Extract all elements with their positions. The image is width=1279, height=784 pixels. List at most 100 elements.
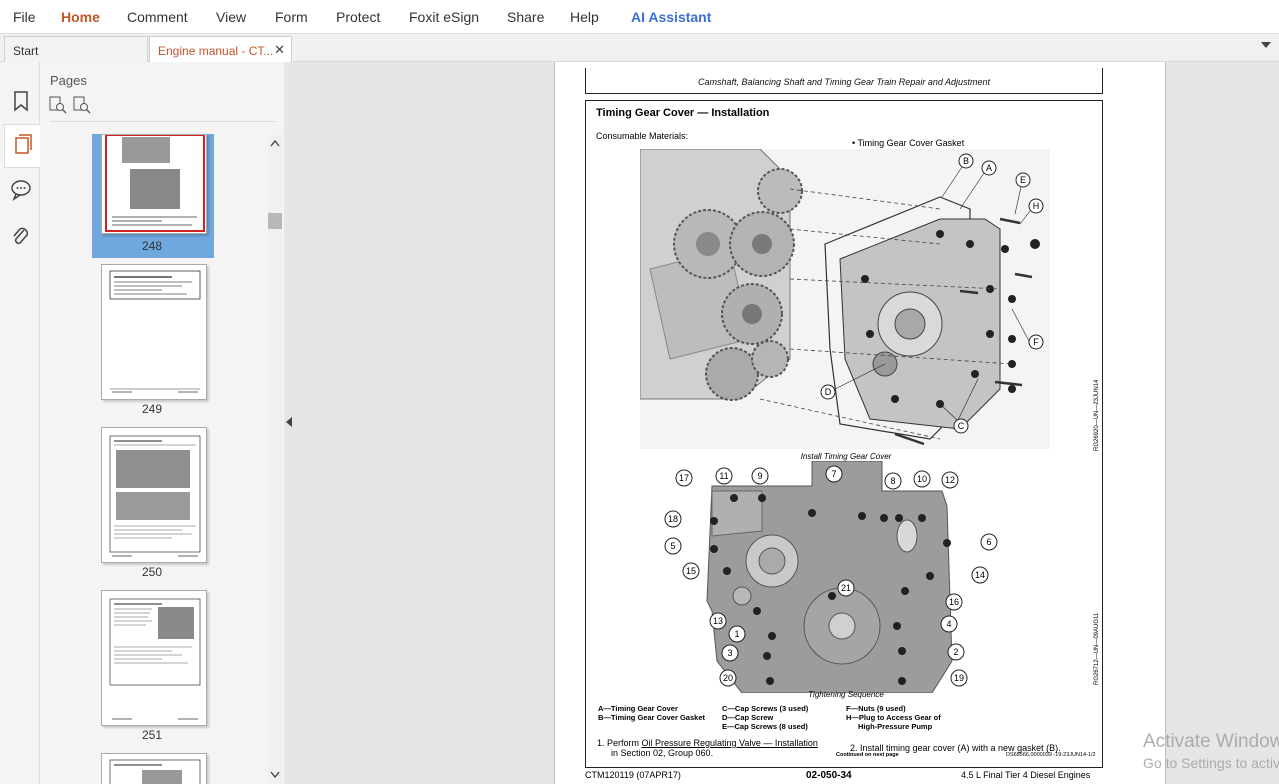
seq-6: 6 — [980, 533, 998, 551]
legend-col1: A—Timing Gear Cover B—Timing Gear Cover … — [598, 704, 705, 722]
bookmark-icon[interactable] — [8, 88, 34, 114]
svg-text:13: 13 — [713, 616, 723, 626]
seq-15: 15 — [682, 562, 700, 580]
seq-17: 17 — [675, 469, 693, 487]
page-zoom-out-icon[interactable] — [73, 96, 91, 114]
menu-ai-assistant[interactable]: AI Assistant — [631, 9, 712, 25]
menu-file[interactable]: File — [13, 9, 36, 25]
svg-text:F: F — [1033, 337, 1039, 347]
tab-start[interactable]: Start — [4, 36, 148, 62]
svg-text:5: 5 — [670, 541, 675, 551]
svg-text:17: 17 — [679, 473, 689, 483]
page-thumbnail-249[interactable] — [101, 264, 207, 400]
consumable-materials-label: Consumable Materials: — [596, 131, 689, 141]
legend-col3: F—Nuts (9 used) H—Plug to Access Gear of… — [846, 704, 941, 731]
seq-3: 3 — [721, 644, 739, 662]
activation-watermark-title: Activate Windows — [1143, 731, 1279, 752]
svg-text:20: 20 — [723, 673, 733, 683]
collapse-panel-icon[interactable] — [286, 417, 292, 427]
seq-21: 21 — [837, 579, 855, 597]
scroll-down-icon[interactable] — [270, 771, 280, 779]
gasket-bullet: • Timing Gear Cover Gasket — [852, 138, 965, 148]
seq-2: 2 — [947, 643, 965, 661]
svg-text:9: 9 — [757, 471, 762, 481]
footer-page-number: 02-050-34 — [806, 770, 852, 781]
seq-9: 9 — [751, 467, 769, 485]
menu-share[interactable]: Share — [507, 9, 545, 25]
thumbnail-scrollbar[interactable] — [268, 135, 282, 784]
svg-text:4: 4 — [946, 619, 951, 629]
menu-form[interactable]: Form — [275, 9, 308, 25]
content-frame: Timing Gear Cover — Installation Consuma… — [585, 100, 1103, 768]
svg-text:19: 19 — [954, 673, 964, 683]
svg-text:7: 7 — [831, 469, 836, 479]
attachment-icon[interactable] — [8, 224, 34, 250]
menu-view[interactable]: View — [216, 9, 247, 25]
callout-a: A — [981, 160, 997, 176]
tab-bar: Start Engine manual - CT... ✕ — [0, 34, 1279, 62]
callout-e: E — [1015, 172, 1031, 188]
callout-c: C — [953, 418, 969, 434]
doc-code: DS68566,0000039 -19-23JUN14-1/2 — [1006, 752, 1096, 758]
figure2-code: RG26712—UN—09AUG11 — [1094, 612, 1100, 685]
tab-engine-manual[interactable]: Engine manual - CT... ✕ — [149, 36, 292, 62]
menu-foxit-esign[interactable]: Foxit eSign — [409, 9, 480, 25]
continued-note: Continued on next page — [836, 752, 899, 758]
tab-list-dropdown-icon[interactable] — [1261, 42, 1271, 48]
page-thumbnail-251[interactable] — [101, 590, 207, 726]
step-2: 2. Install timing gear cover (A) with a … — [850, 743, 1061, 753]
step1-link[interactable]: Oil Pressure Regulating Valve — Installa… — [641, 738, 818, 748]
section-title: Timing Gear Cover — Installation — [596, 107, 770, 119]
navigation-rail — [0, 62, 40, 784]
seq-19: 19 — [950, 669, 968, 687]
menu-bar: File Home Comment View Form Protect Foxi… — [0, 0, 1279, 34]
thumb-label-250: 250 — [141, 565, 163, 579]
document-view[interactable]: Camshaft, Balancing Shaft and Timing Gea… — [298, 62, 1279, 784]
svg-text:14: 14 — [975, 570, 985, 580]
svg-text:21: 21 — [841, 583, 851, 593]
svg-text:11: 11 — [719, 471, 728, 481]
svg-text:16: 16 — [949, 597, 959, 607]
thumb-label-251: 251 — [141, 728, 163, 742]
thumb-label-248: 248 — [141, 239, 163, 253]
menu-home[interactable]: Home — [61, 9, 100, 25]
menu-comment[interactable]: Comment — [127, 9, 188, 25]
svg-text:E: E — [1020, 175, 1026, 185]
step-1: 1. Perform Oil Pressure Regulating Valve… — [597, 738, 818, 758]
seq-10: 10 — [913, 470, 931, 488]
seq-14: 14 — [971, 566, 989, 584]
menu-protect[interactable]: Protect — [336, 9, 381, 25]
svg-text:H: H — [1033, 201, 1040, 211]
panel-title: Pages — [50, 73, 87, 88]
svg-text:3: 3 — [727, 648, 732, 658]
scrollbar-thumb[interactable] — [268, 213, 282, 229]
comments-icon[interactable] — [8, 176, 34, 202]
page-thumbnail-248[interactable] — [101, 134, 207, 234]
page-thumbnail-250[interactable] — [101, 427, 207, 563]
seq-7: 7 — [825, 465, 843, 483]
page-zoom-in-icon[interactable] — [49, 96, 67, 114]
thumbnail-list: 248 249 — [40, 134, 268, 784]
figure1-code: RG26920—UN—23JUN14 — [1094, 379, 1100, 451]
menu-help[interactable]: Help — [570, 9, 599, 25]
pages-panel: Pages 248 — [40, 62, 284, 784]
callout-f: F — [1028, 334, 1044, 350]
svg-text:B: B — [963, 156, 969, 166]
page-thumbnail-next[interactable] — [101, 753, 207, 784]
pages-icon[interactable] — [4, 124, 40, 168]
svg-text:2: 2 — [953, 647, 958, 657]
seq-8: 8 — [884, 472, 902, 490]
scroll-up-icon[interactable] — [270, 139, 280, 147]
pdf-page: Camshaft, Balancing Shaft and Timing Gea… — [554, 62, 1166, 784]
svg-text:A: A — [986, 163, 992, 173]
svg-text:8: 8 — [890, 476, 895, 486]
svg-text:18: 18 — [668, 514, 678, 524]
figure1-caption: Install Timing Gear Cover — [800, 452, 892, 461]
activation-watermark-subtitle: Go to Settings to activate Windows. — [1143, 755, 1279, 771]
exploded-view-figure: B A E H F D C — [640, 149, 1050, 449]
legend-col2: C—Cap Screws (3 used) D—Cap Screw E—Cap … — [722, 704, 809, 731]
close-icon[interactable]: ✕ — [274, 42, 285, 57]
footer-left: CTM120119 (07APR17) — [585, 770, 681, 780]
seq-16: 16 — [945, 593, 963, 611]
seq-4: 4 — [940, 615, 958, 633]
